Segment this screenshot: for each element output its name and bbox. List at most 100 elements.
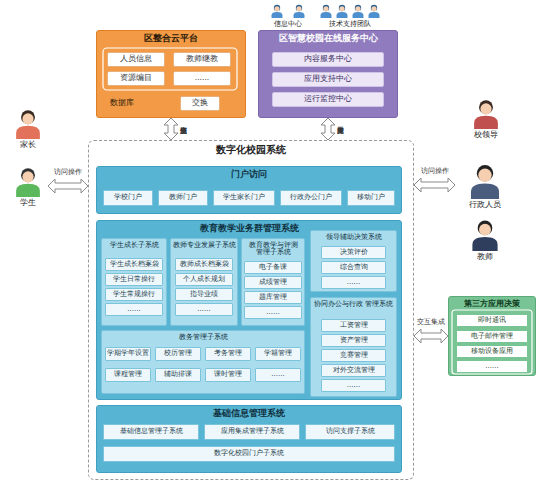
module-box: 数字化校园门户子系统 xyxy=(103,446,395,462)
box-title: 第三方应用决策 xyxy=(450,300,534,309)
person-figure xyxy=(321,5,332,18)
module-box: 考务管理 xyxy=(205,347,251,361)
module-box: 内容服务中心 xyxy=(272,52,384,67)
box-label: 成绩管理 xyxy=(259,279,287,287)
module-box: ...... xyxy=(321,379,386,392)
title-block: 学生成长子系统 xyxy=(103,242,165,249)
box-label: 交换 xyxy=(192,99,208,107)
person-figure xyxy=(16,168,40,197)
person-figure xyxy=(294,5,305,18)
box-title: 基础信息管理系统 xyxy=(98,409,400,418)
box-label: ...... xyxy=(271,371,284,379)
module-box: 教师门户 xyxy=(158,190,208,206)
box-label: ...... xyxy=(347,279,360,287)
team-icon: 技术支持团队 xyxy=(318,2,382,29)
module-box: 教师继教 xyxy=(173,52,231,67)
person-symbol xyxy=(464,216,506,251)
person-icon: 家长 xyxy=(8,106,48,150)
module-box: 辅助排课 xyxy=(155,368,201,382)
double-arrow xyxy=(321,118,335,140)
icon-caption: 行政人员 xyxy=(445,201,525,210)
module-box: 移动门户 xyxy=(347,190,395,206)
module-box: ...... xyxy=(173,71,231,86)
box-label: 访问支撑子系统 xyxy=(326,428,375,436)
module-box: 应用支持中心 xyxy=(272,72,384,87)
box-label: 电子备课 xyxy=(259,264,287,272)
box-label: 个人成长规划 xyxy=(183,276,225,284)
person-symbol xyxy=(8,164,48,197)
box-label: 内容服务中心 xyxy=(304,55,352,63)
third-party-box: 第三方应用决策即时通讯电子邮件管理移动设备应用...... xyxy=(448,296,536,376)
person-symbol xyxy=(462,96,510,129)
box-label: ...... xyxy=(127,306,140,314)
box-title: 教师专业发展子系统 xyxy=(172,242,236,249)
box-label: 电子邮件管理 xyxy=(471,333,513,341)
icon-label: 学生 xyxy=(0,199,58,208)
box-title: 门户访问 xyxy=(98,170,400,179)
module-box: 基础信息管理子系统 xyxy=(103,424,199,440)
module-box: 访问支撑子系统 xyxy=(305,424,395,440)
icon-label: 信息中心 xyxy=(256,21,320,29)
edge-label: 交互集成 xyxy=(417,319,445,326)
service-box: 区智慧校园在线服务中心内容服务中心应用支持中心运行监控中心 xyxy=(258,30,398,118)
title-block: 第三方应用决策 xyxy=(450,300,534,309)
double-arrow xyxy=(164,118,178,140)
box-label: 学生常规操行 xyxy=(113,291,155,299)
module-box: 资产管理 xyxy=(321,334,386,347)
box-label: 指导业绩 xyxy=(190,291,218,299)
module-box: 移动设备应用 xyxy=(456,345,528,358)
title-block: 门户访问 xyxy=(98,170,400,179)
module-box: 资源编目 xyxy=(107,71,165,86)
box-label: 应用支持中心 xyxy=(304,75,352,83)
double-arrow xyxy=(48,179,88,193)
icon-label: 行政人员 xyxy=(445,201,525,210)
box-label: 应用集成管理子系统 xyxy=(221,428,284,436)
subsystem-box: 教师专业发展子系统教师成长档案袋个人成长规划指导业绩...... xyxy=(170,238,238,326)
edge-label: 访问操作 xyxy=(54,169,82,176)
icon-label: 家长 xyxy=(0,141,58,150)
box-label: 移动设备应用 xyxy=(471,348,513,356)
title-block: 领导辅助决策系统 xyxy=(312,234,395,241)
person-figure xyxy=(471,165,499,199)
module-box: 人员信息 xyxy=(107,52,165,67)
module-box: 综合查询 xyxy=(321,261,386,274)
module-box: 学生家长门户 xyxy=(213,190,275,206)
person-symbol xyxy=(8,106,48,139)
module-box: 教师成长档案袋 xyxy=(175,258,233,271)
module-box: 学籍管理 xyxy=(255,347,301,361)
icon-label: 校领导 xyxy=(452,131,520,140)
module-box: 学校门户 xyxy=(103,190,153,206)
module-box: 决策评价 xyxy=(321,246,386,259)
double-arrow xyxy=(414,329,448,343)
module-box: 学期学年设置 xyxy=(105,347,151,361)
person-symbol xyxy=(455,160,515,199)
box-label: 课程管理 xyxy=(114,371,142,379)
title-block: 教务管理子系统 xyxy=(103,334,303,341)
module-box: 工资管理 xyxy=(321,319,386,332)
box-label: 校历管理 xyxy=(164,350,192,358)
box-title: 领导辅助决策系统 xyxy=(312,234,395,241)
subsystem-box: 领导辅助决策系统决策评价综合查询...... xyxy=(310,230,397,292)
box-label: 竞赛管理 xyxy=(340,352,368,360)
system-boundary: 数字化校园系统门户访问学校门户教师门户学生家长门户行政办公门户移动门户教育教学业… xyxy=(88,140,414,480)
box-label: 学校门户 xyxy=(114,194,142,202)
module-box: 成绩管理 xyxy=(244,276,302,289)
box-label: 学期学年设置 xyxy=(107,350,149,358)
module-box: 指导业绩 xyxy=(175,288,233,301)
title-block: 基础信息管理系统 xyxy=(98,409,400,418)
title-block: 区整合云平台 xyxy=(98,34,244,44)
box-label: ...... xyxy=(197,306,210,314)
box-label: 学生成长档案袋 xyxy=(110,261,159,269)
edge-label: 访问操作 xyxy=(421,168,449,175)
person-figure xyxy=(369,5,380,18)
module-box: ...... xyxy=(321,276,386,289)
box-label: 资源编目 xyxy=(120,74,152,82)
module-box: ...... xyxy=(456,360,528,373)
module-box: 应用集成管理子系统 xyxy=(204,424,300,440)
icon-caption: 家长 xyxy=(0,141,58,150)
double-arrow xyxy=(414,178,455,192)
box-label: ...... xyxy=(195,74,209,82)
box-title: 学生成长子系统 xyxy=(103,242,165,249)
subsystem-box: 教务管理子系统学期学年设置校历管理考务管理学籍管理课程管理辅助排课课时管理...… xyxy=(101,330,305,394)
